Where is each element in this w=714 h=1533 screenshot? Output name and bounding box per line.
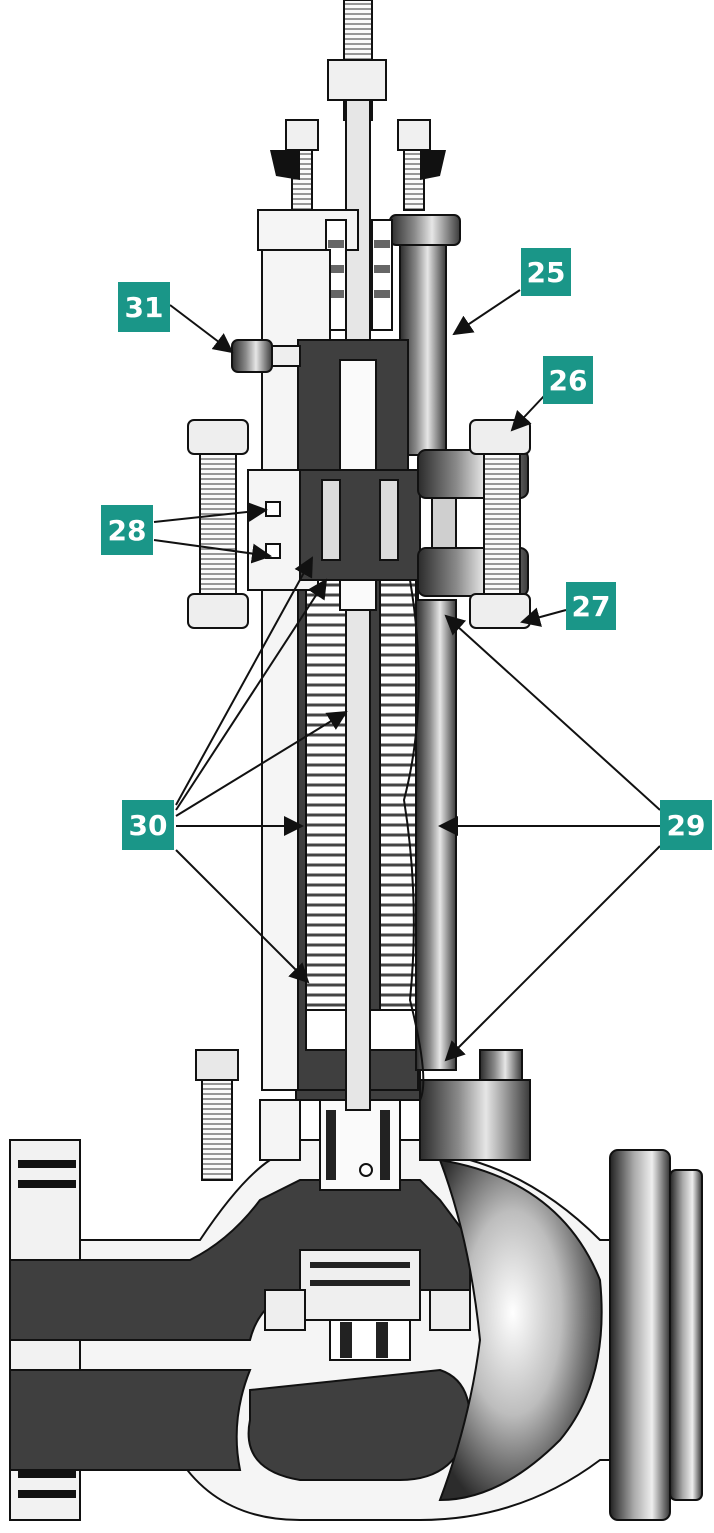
callout-27-label: 27 [572, 590, 611, 623]
callout-31-label: 31 [125, 291, 164, 324]
callout-26: 26 [543, 356, 593, 404]
valve-body [9, 1139, 703, 1521]
callout-25-label: 25 [527, 256, 566, 289]
callout-30-label: 30 [129, 809, 168, 842]
callout-26-label: 26 [549, 364, 588, 397]
callout-25: 25 [521, 248, 571, 296]
callout-29-label: 29 [667, 809, 706, 842]
callout-31: 31 [118, 282, 170, 332]
callout-28-label: 28 [108, 514, 147, 547]
middle-flange [187, 419, 531, 629]
leader-lines [153, 289, 661, 1062]
callout-29: 29 [660, 800, 712, 850]
callout-27: 27 [566, 582, 616, 630]
callout-28: 28 [101, 505, 153, 555]
callout-30: 30 [122, 800, 174, 850]
